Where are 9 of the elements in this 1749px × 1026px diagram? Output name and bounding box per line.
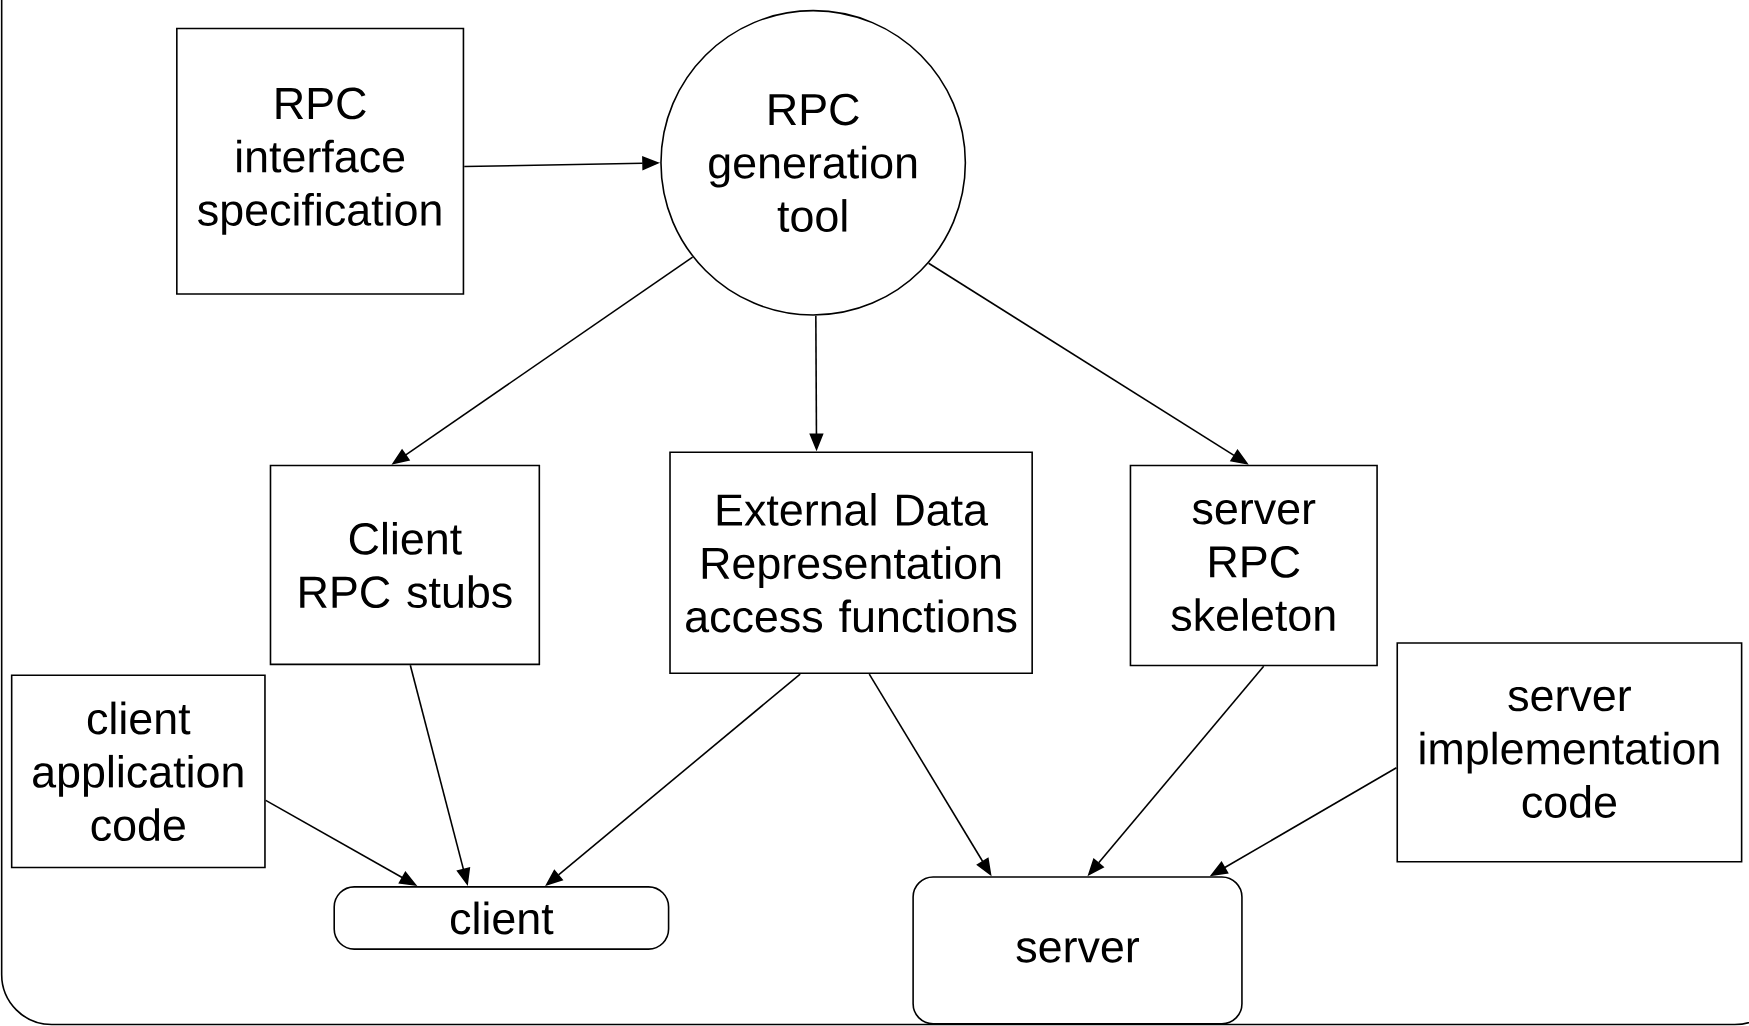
process-box: server RPC skeleton: [1129, 464, 1378, 667]
process-box: client application code: [10, 674, 266, 869]
component-box: client: [333, 886, 670, 950]
process-box: RPC interface specification: [176, 27, 465, 295]
component-box: server: [912, 876, 1243, 1025]
arrow: [545, 673, 801, 886]
process-box: server implementation code: [1396, 642, 1743, 863]
process-box: Client RPC stubs: [269, 464, 541, 666]
process-box: External Data Representation access functions: [669, 451, 1033, 674]
